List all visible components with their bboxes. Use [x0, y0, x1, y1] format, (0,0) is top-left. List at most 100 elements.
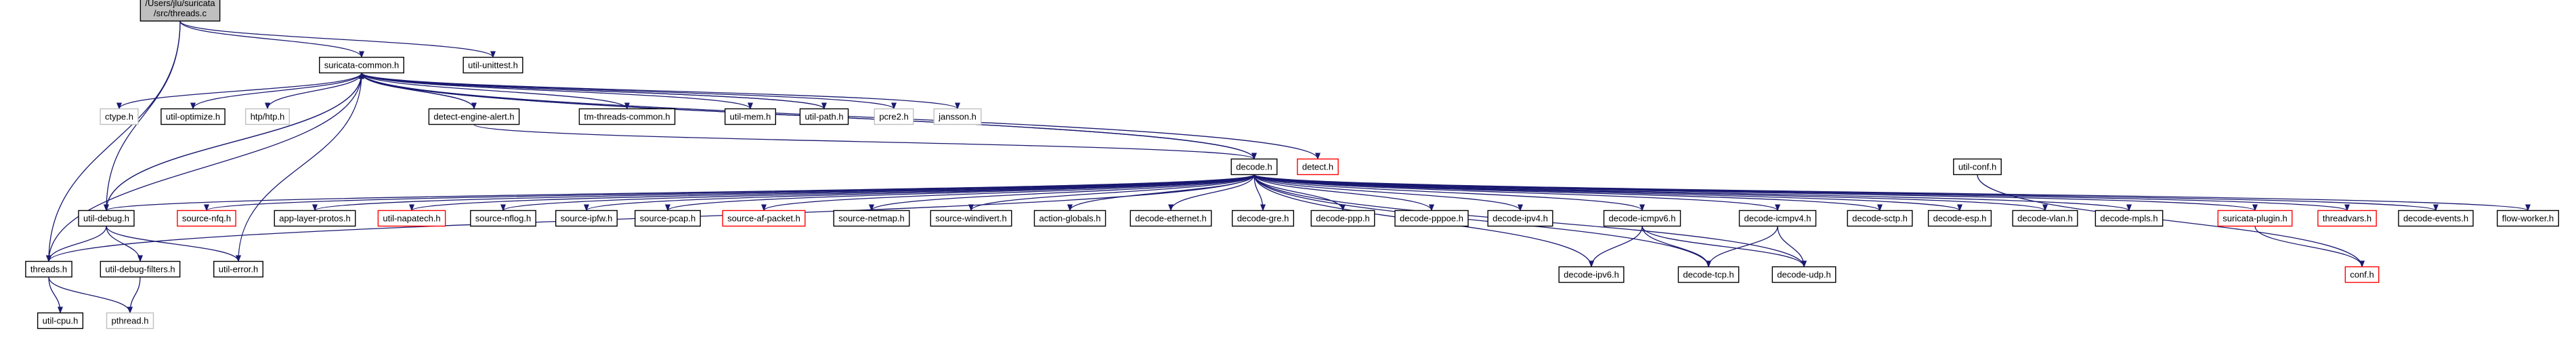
edge-line: [236, 73, 362, 262]
edge-util-debug-to-suricata-common: [106, 72, 364, 211]
node-decode-sctp[interactable]: decode-sctp.h: [1847, 210, 1913, 227]
edge-util-debug-filters-to-pthread: [127, 277, 141, 314]
node-ctype[interactable]: ctype.h: [100, 108, 139, 125]
node-pcre2[interactable]: pcre2.h: [874, 108, 914, 125]
node-source-nflog[interactable]: source-nflog.h: [470, 210, 536, 227]
node-detect[interactable]: detect.h: [1297, 158, 1339, 176]
node-label: decode-mpls.h: [2100, 214, 2158, 224]
edge-line: [361, 73, 630, 110]
node-util-unittest[interactable]: util-unittest.h: [463, 56, 523, 74]
node-box: [100, 108, 139, 125]
node-util-error[interactable]: util-error.h: [213, 260, 263, 278]
node-source-nfq[interactable]: source-nfq.h: [177, 210, 236, 227]
edge-decode-to-util-debug: [104, 174, 1255, 212]
node-root[interactable]: /Users/jlu/suricata/src/threads.c: [139, 0, 221, 22]
node-decode[interactable]: decode.h: [1230, 158, 1278, 176]
node-label: decode-pppoe.h: [1400, 214, 1463, 224]
edge-decode-icmpv4-to-decode-tcp: [1706, 226, 1778, 268]
node-detect-engine-alert[interactable]: detect-engine-alert.h: [428, 108, 520, 125]
node-util-debug[interactable]: util-debug.h: [78, 210, 135, 227]
node-decode-udp[interactable]: decode-udp.h: [1772, 266, 1837, 283]
edge-util-conf-to-conf: [1977, 174, 2365, 268]
edge-threads-to-pthread: [48, 277, 133, 314]
node-box: [578, 108, 676, 125]
node-htp[interactable]: htp/htp.h: [244, 108, 291, 125]
node-label: suricata-common.h: [324, 60, 400, 71]
node-util-napatech[interactable]: util-napatech.h: [377, 210, 446, 227]
node-decode-ethernet[interactable]: decode-ethernet.h: [1130, 210, 1212, 227]
node-decode-ppp[interactable]: decode-ppp.h: [1310, 210, 1375, 227]
node-box: [724, 108, 777, 125]
edge-util-debug-to-util-error: [106, 226, 241, 262]
node-util-conf[interactable]: util-conf.h: [1953, 158, 2002, 176]
node-decode-icmpv6[interactable]: decode-icmpv6.h: [1603, 210, 1681, 227]
node-decode-mpls[interactable]: decode-mpls.h: [2095, 210, 2164, 227]
node-util-path[interactable]: util-path.h: [799, 108, 849, 125]
edge-line: [1253, 174, 1962, 212]
node-source-ipfw[interactable]: source-ipfw.h: [555, 210, 618, 227]
edge-suricata-common-to-util-optimize: [190, 73, 362, 110]
edge-decode-icmpv6-to-decode-ipv6: [1589, 226, 1643, 268]
node-decode-vlan[interactable]: decode-vlan.h: [2012, 210, 2078, 227]
node-source-pcap[interactable]: source-pcap.h: [635, 210, 701, 227]
node-source-af-packet[interactable]: source-af-packet.h: [722, 210, 806, 227]
node-source-windivert[interactable]: source-windivert.h: [930, 210, 1012, 227]
node-decode-events[interactable]: decode-events.h: [2398, 210, 2474, 227]
edge-decode-to-decode-mpls: [1253, 174, 2132, 212]
node-decode-tcp[interactable]: decode-tcp.h: [1677, 266, 1740, 283]
node-util-mem[interactable]: util-mem.h: [724, 108, 777, 125]
node-tm-threads-common[interactable]: tm-threads-common.h: [578, 108, 676, 125]
node-threads[interactable]: threads.h: [25, 260, 72, 278]
node-flow-worker[interactable]: flow-worker.h: [2497, 210, 2559, 227]
node-conf[interactable]: conf.h: [2344, 266, 2380, 283]
node-label: source-netmap.h: [838, 214, 905, 224]
node-box: [139, 0, 221, 22]
node-label: util-cpu.h: [43, 316, 79, 326]
edge-line: [869, 174, 1255, 212]
node-suricata-common[interactable]: suricata-common.h: [319, 56, 404, 74]
edge-line: [1777, 226, 1807, 268]
node-decode-pppoe[interactable]: decode-pppoe.h: [1394, 210, 1469, 227]
node-label: decode-ipv6.h: [1564, 270, 1619, 280]
node-source-netmap[interactable]: source-netmap.h: [833, 210, 910, 227]
edge-line: [1253, 174, 2531, 212]
node-util-optimize[interactable]: util-optimize.h: [160, 108, 226, 125]
node-decode-icmpv4[interactable]: decode-icmpv4.h: [1738, 210, 1817, 227]
node-decode-gre[interactable]: decode-gre.h: [1231, 210, 1295, 227]
node-label: source-windivert.h: [935, 214, 1007, 224]
node-suricata-plugin[interactable]: suricata-plugin.h: [2217, 210, 2293, 227]
edge-decode-to-decode-events: [1253, 174, 2439, 212]
edge-line: [409, 174, 1255, 212]
node-label: util-optimize.h: [166, 112, 220, 122]
node-util-debug-filters[interactable]: util-debug-filters.h: [100, 260, 181, 278]
node-label: decode-esp.h: [1933, 214, 1987, 224]
node-util-cpu[interactable]: util-cpu.h: [37, 312, 84, 330]
node-threadvars[interactable]: threadvars.h: [2317, 210, 2377, 227]
node-box: [1738, 210, 1817, 227]
node-label: decode.h: [1236, 162, 1272, 172]
node-box: [37, 312, 84, 330]
edge-line: [361, 72, 960, 110]
node-box: [244, 108, 291, 125]
edge-decode-to-source-netmap: [869, 174, 1255, 212]
edge-util-debug-to-threads: [46, 226, 107, 262]
node-box: [2095, 210, 2164, 227]
edge-line: [46, 20, 181, 262]
edge-decode-to-source-nfq: [204, 174, 1255, 212]
node-box: [2012, 210, 2078, 227]
node-box: [463, 56, 523, 74]
edge-suricata-common-to-htp: [265, 73, 362, 110]
node-decode-esp[interactable]: decode-esp.h: [1927, 210, 1992, 227]
node-jansson[interactable]: jansson.h: [933, 108, 982, 125]
node-decode-ipv6[interactable]: decode-ipv6.h: [1558, 266, 1625, 283]
node-app-layer-protos[interactable]: app-layer-protos.h: [274, 210, 356, 227]
edge-line: [359, 72, 825, 110]
node-pthread[interactable]: pthread.h: [106, 312, 154, 330]
node-action-globals[interactable]: action-globals.h: [1033, 210, 1107, 227]
edge-line: [1253, 174, 2258, 212]
edge-detect-engine-alert-to-suricata-common: [359, 72, 475, 109]
node-box: [1677, 266, 1740, 283]
node-label: tm-threads-common.h: [584, 112, 670, 122]
node-decode-ipv4[interactable]: decode-ipv4.h: [1487, 210, 1553, 227]
